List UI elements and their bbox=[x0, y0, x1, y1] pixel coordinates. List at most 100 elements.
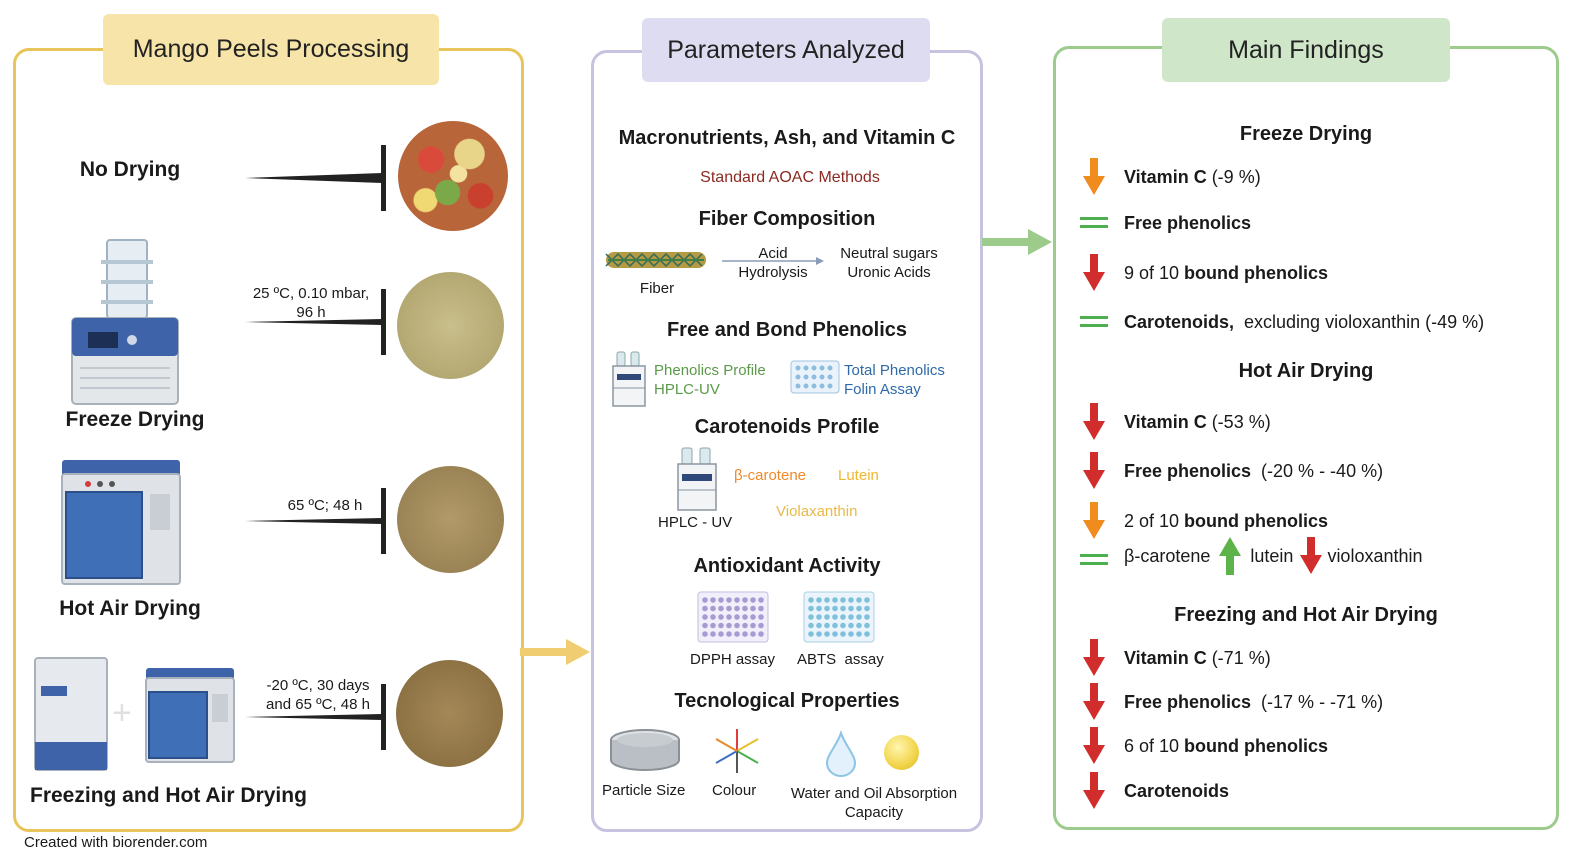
microplate-well bbox=[726, 622, 732, 629]
step-line-no-drying bbox=[245, 145, 386, 211]
freezing-hot-air-powder-image bbox=[396, 660, 503, 767]
microplate-well bbox=[848, 631, 854, 637]
finding-bold: Carotenoids, bbox=[1124, 311, 1235, 332]
microplate-well bbox=[734, 631, 740, 637]
step-condition-freeze-drying: 25 ºC, 0.10 mbar, 96 h bbox=[252, 285, 370, 321]
microplate-well bbox=[832, 614, 838, 620]
fiber-result: Neutral sugars Uronic Acids bbox=[840, 245, 938, 281]
microplate-well bbox=[856, 631, 862, 637]
microplate-well bbox=[710, 614, 716, 620]
assay-dpph-label: DPPH assay bbox=[690, 651, 776, 668]
finding-bold: bound phenolics bbox=[1184, 735, 1329, 756]
footer-credit: Created with biorender.com bbox=[24, 834, 208, 851]
sieve-icon bbox=[610, 729, 680, 771]
microplate-icon-abts bbox=[803, 591, 875, 643]
finding-hot-carotenoids: β-carotene lutein violoxanthin bbox=[1080, 536, 1423, 576]
finding-hot-vitamin-c: Vitamin C (-53 %) bbox=[1082, 403, 1271, 441]
microplate-well bbox=[824, 614, 830, 620]
step-condition-hot-air-drying: 65 ºC; 48 h bbox=[287, 497, 363, 514]
microplate-well bbox=[718, 605, 724, 612]
microplate-well bbox=[840, 614, 846, 620]
microplate-well bbox=[726, 614, 732, 620]
parameters-header: Parameters Analyzed bbox=[642, 18, 930, 82]
microplate-well bbox=[750, 614, 756, 620]
finding-freeze-bound-phenolics: 9 of 10 bound phenolics bbox=[1082, 254, 1328, 292]
microplate-well bbox=[816, 622, 822, 629]
microplate-well bbox=[816, 631, 822, 637]
finding-fha-carotenoids: Carotenoids bbox=[1082, 772, 1229, 810]
finding-freeze-free-phenolics: Free phenolics bbox=[1080, 210, 1251, 236]
microplate-well bbox=[742, 631, 748, 637]
microplate-well bbox=[832, 631, 838, 637]
fiber-icon bbox=[605, 252, 706, 268]
microplate-well bbox=[832, 622, 838, 629]
microplate-well bbox=[710, 597, 716, 603]
microplate-well bbox=[840, 597, 846, 603]
parameters-panel bbox=[591, 50, 983, 832]
decrease-arrow-icon bbox=[1083, 452, 1105, 489]
microplate-well bbox=[718, 631, 724, 637]
microplate-well bbox=[824, 597, 830, 603]
finding-text: excluding violoxanthin (-49 %) bbox=[1234, 311, 1485, 332]
step-condition-freezing-hot-air: -20 ºC, 30 days and 65 ºC, 48 h bbox=[266, 677, 370, 713]
finding-mid2: violoxanthin bbox=[1327, 545, 1423, 566]
parameters-title: Parameters Analyzed bbox=[667, 35, 905, 64]
assay-abts-label: ABTS assay bbox=[797, 651, 884, 668]
microplate-well bbox=[702, 631, 708, 637]
findings-header: Main Findings bbox=[1162, 18, 1450, 82]
step-label-no-drying: No Drying bbox=[79, 158, 181, 181]
water-drop-icon bbox=[825, 729, 857, 777]
microplate-well bbox=[750, 622, 756, 629]
microplate-well bbox=[808, 597, 814, 603]
microplate-well bbox=[734, 614, 740, 620]
antioxidant-title: Antioxidant Activity bbox=[693, 555, 881, 577]
microplate-well bbox=[824, 605, 830, 612]
microplate-well bbox=[718, 614, 724, 620]
decrease-arrow-icon bbox=[1083, 683, 1105, 720]
minor-decrease-arrow-icon bbox=[1083, 158, 1105, 195]
hplc-label: HPLC - UV bbox=[658, 514, 733, 531]
hot-air-dried-powder-image bbox=[397, 466, 504, 573]
microplate-well bbox=[734, 597, 740, 603]
freeze-dried-powder-image bbox=[397, 272, 504, 379]
decrease-arrow-icon bbox=[1083, 727, 1105, 764]
finding-fha-bound-phenolics: 6 of 10 bound phenolics bbox=[1082, 727, 1328, 765]
microplate-well bbox=[710, 631, 716, 637]
microplate-well bbox=[832, 597, 838, 603]
finding-fha-vitamin-c: Vitamin C (-71 %) bbox=[1082, 639, 1271, 677]
microplate-well bbox=[702, 614, 708, 620]
microplate-well bbox=[856, 614, 862, 620]
oven-icon bbox=[61, 460, 181, 585]
findings-section-title-freeze: Freeze Drying bbox=[1239, 123, 1373, 145]
finding-mid1: lutein bbox=[1250, 545, 1294, 566]
flow-arrow-parameters-findings bbox=[982, 229, 1052, 255]
finding-hot-free-phenolics: Free phenolics (-20 % - -40 %) bbox=[1082, 452, 1383, 490]
carotenoids-title: Carotenoids Profile bbox=[694, 416, 880, 438]
hplc-icon-2 bbox=[677, 447, 717, 511]
microplate-well bbox=[734, 622, 740, 629]
microplate-well bbox=[742, 597, 748, 603]
microplate-well bbox=[856, 605, 862, 612]
finding-bold: Free phenolics bbox=[1124, 691, 1252, 712]
microplate-well bbox=[808, 631, 814, 637]
finding-text: (-9 %) bbox=[1206, 166, 1261, 187]
microplate-well bbox=[758, 605, 764, 612]
fiber-step: Acid Hydrolysis bbox=[738, 245, 808, 281]
phenolics-title: Free and Bond Phenolics bbox=[666, 319, 908, 341]
carotenoid-beta-carotene: β-carotene bbox=[734, 467, 806, 484]
freeze-dryer-icon bbox=[71, 239, 179, 405]
finding-text: (-20 % - -40 %) bbox=[1251, 460, 1384, 481]
microplate-well bbox=[710, 622, 716, 629]
minor-decrease-arrow-icon bbox=[1083, 502, 1105, 539]
decrease-arrow-icon bbox=[1083, 772, 1105, 809]
phenolics-profile: Phenolics Profile HPLC-UV bbox=[654, 362, 766, 398]
hplc-icon bbox=[612, 351, 646, 407]
finding-bold: Vitamin C bbox=[1124, 647, 1207, 668]
finding-text: (-71 %) bbox=[1206, 647, 1271, 668]
decrease-arrow-icon bbox=[1083, 254, 1105, 291]
findings-section-title-hot-air: Hot Air Drying bbox=[1238, 360, 1374, 382]
microplate-well bbox=[702, 597, 708, 603]
findings-section-title-freezing-hot-air: Freezing and Hot Air Drying bbox=[1174, 604, 1438, 626]
microplate-well bbox=[710, 605, 716, 612]
microplate-well bbox=[864, 597, 870, 603]
